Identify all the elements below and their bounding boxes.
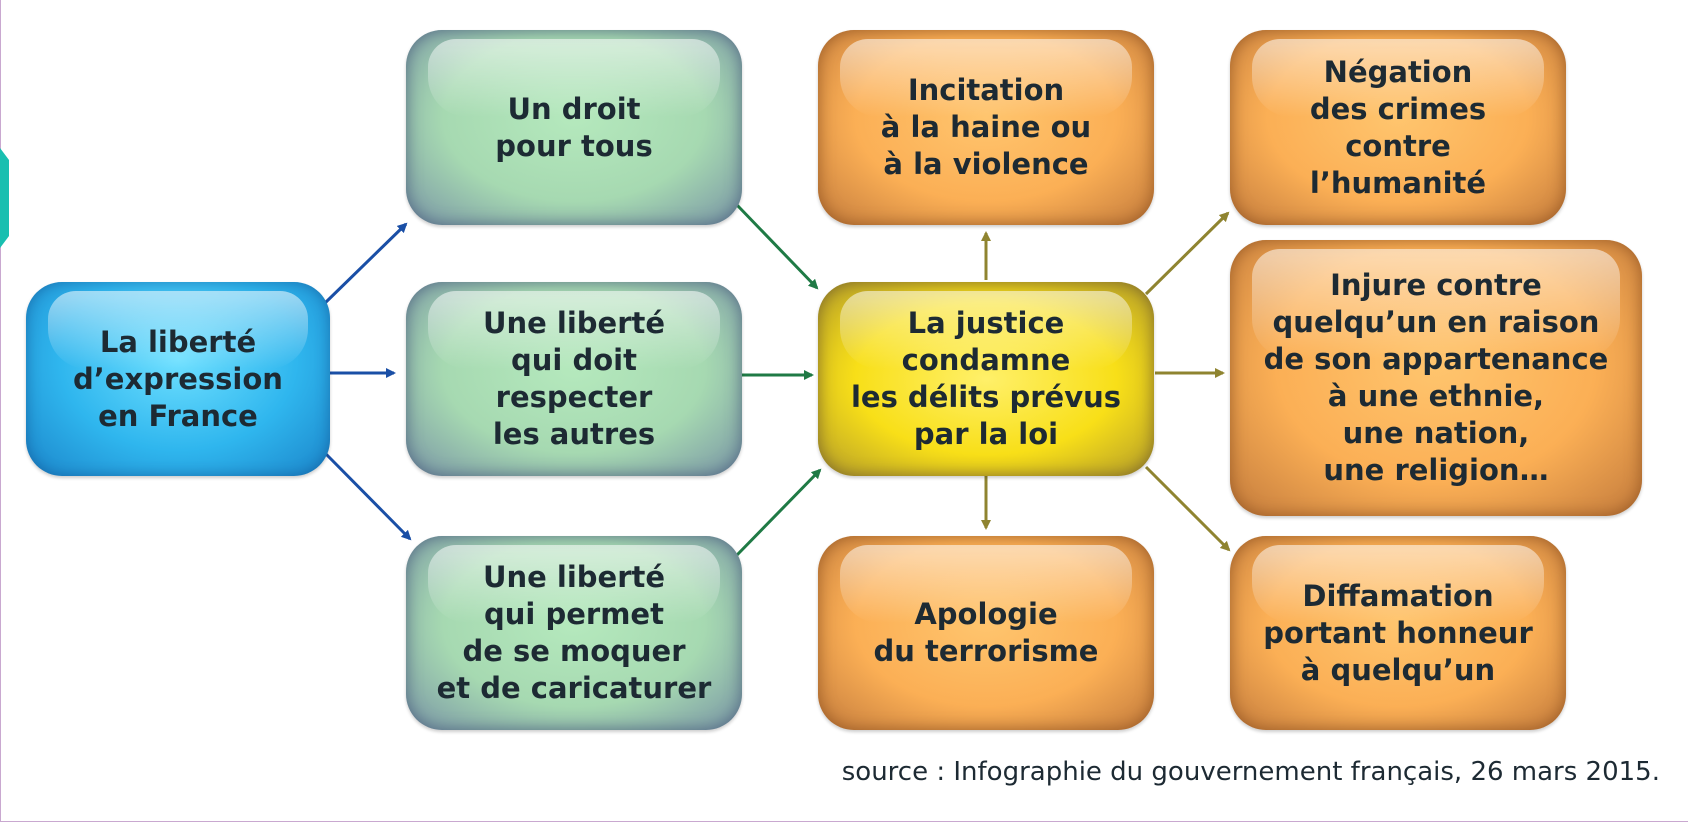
frame-bottom-border: [0, 821, 1688, 822]
node-negation-crimes-label: Négation des crimes contre l’humanité: [1309, 54, 1487, 200]
node-justice-label: La justice condamne les délits prévus pa…: [850, 306, 1122, 451]
node-liberte-expression-label: La liberté d’expression en France: [73, 324, 283, 433]
node-diffamation: Diffamation portant honneur à quelqu’un: [1230, 536, 1566, 730]
node-se-moquer-label: Une liberté qui permet de se moquer et d…: [436, 560, 712, 705]
node-se-moquer: Une liberté qui permet de se moquer et d…: [406, 536, 742, 730]
node-diffamation-label: Diffamation portant honneur à quelqu’un: [1263, 578, 1533, 687]
node-injure: Injure contre quelqu’un en raison de son…: [1230, 240, 1642, 516]
node-liberte-expression: La liberté d’expression en France: [26, 282, 330, 476]
source-caption: source : Infographie du gouvernement fra…: [841, 757, 1660, 787]
node-justice: La justice condamne les délits prévus pa…: [818, 282, 1154, 476]
node-apologie-terrorisme: Apologie du terrorisme: [818, 536, 1154, 730]
node-incitation-haine-label: Incitation à la haine ou à la violence: [880, 73, 1092, 181]
node-droit-pour-tous-label: Un droit pour tous: [495, 91, 653, 163]
node-negation-crimes: Négation des crimes contre l’humanité: [1230, 30, 1566, 225]
node-respecter-autres: Une liberté qui doit respecter les autre…: [406, 282, 742, 476]
arrow-root-to-droit: [323, 222, 408, 305]
arrow-moquer-to-justice: [735, 468, 822, 557]
node-droit-pour-tous: Un droit pour tous: [406, 30, 742, 225]
arrow-droit-to-justice: [735, 203, 819, 290]
node-respecter-autres-label: Une liberté qui doit respecter les autre…: [482, 306, 666, 451]
node-incitation-haine: Incitation à la haine ou à la violence: [818, 30, 1154, 225]
arrow-root-to-moquer: [323, 451, 412, 541]
arrow-justice-to-diffamation: [1144, 465, 1231, 552]
arrow-justice-to-negation: [1144, 211, 1230, 296]
frame-left-border: [0, 0, 1, 822]
node-apologie-terrorisme-label: Apologie du terrorisme: [873, 597, 1099, 668]
node-injure-label: Injure contre quelqu’un en raison de son…: [1263, 268, 1609, 487]
page-tab-accent: [0, 148, 9, 248]
